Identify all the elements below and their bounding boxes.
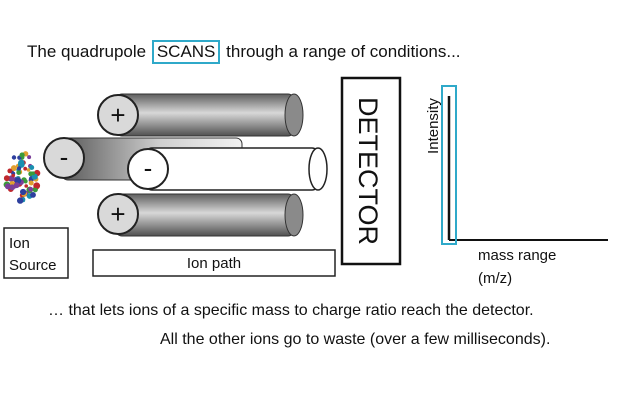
rod-top-sign: + [110,100,125,130]
x-axis-label: mass range [478,247,556,264]
ion-dot [14,177,22,185]
detector-box: DETECTOR [340,76,402,266]
ion-dot [26,168,31,172]
ion-source-box: Ion Source [3,227,69,279]
ion-dot [17,166,22,171]
footer-line-2: All the other ions go to waste (over a f… [160,331,551,348]
ion-dot [33,187,38,193]
ion-dot [11,173,15,178]
ion-dot [13,182,20,189]
ion-dot [28,180,34,186]
ion-path-box: Ion path [92,249,336,277]
ion-source-line1: Ion [9,235,30,252]
ion-dot [17,197,24,204]
peak-highlight [441,85,457,245]
ion-dot [20,188,27,196]
ion-cloud [3,151,41,204]
headline-after: through a range of conditions... [226,42,461,61]
spectrum-plot: Intensity mass range (m/z) [425,85,608,287]
ion-path-label: Ion path [187,255,241,272]
ion-dot [19,152,25,158]
scans-highlight: SCANS [151,40,221,64]
ion-dot [18,159,25,167]
ion-dot [11,155,17,160]
ion-dot [23,179,28,184]
footer-line-1: … that lets ions of a specific mass to c… [48,302,534,319]
ion-dot [23,166,28,171]
y-axis-label: Intensity [425,98,442,154]
ion-dot [16,170,22,176]
ion-dot [33,174,37,179]
rod-top: + [97,93,304,137]
ion-dot [31,171,35,176]
x-axis-units: (m/z) [478,270,512,287]
rod-bottom-sign: + [110,199,125,229]
ion-dot [30,192,36,198]
rod-middle-left-sign: - [60,142,69,172]
ion-source-line2: Source [9,257,57,274]
ion-dot [9,184,16,191]
ion-dot [7,168,13,174]
rod-bottom: + [97,193,304,237]
detector-label: DETECTOR [353,97,383,245]
ion-dot [3,175,10,182]
ion-dot [10,165,17,172]
headline: The quadrupole SCANS through a range of … [27,40,461,64]
ion-dot [29,165,35,170]
rod-middle-right: - [127,147,328,191]
ion-dot [28,186,34,192]
ion-dot [27,155,32,160]
ion-dot [4,183,11,190]
rod-middle-right-sign: - [144,153,153,183]
ion-dot [33,182,41,190]
headline-before: The quadrupole [27,42,147,61]
ion-dot [24,184,29,188]
